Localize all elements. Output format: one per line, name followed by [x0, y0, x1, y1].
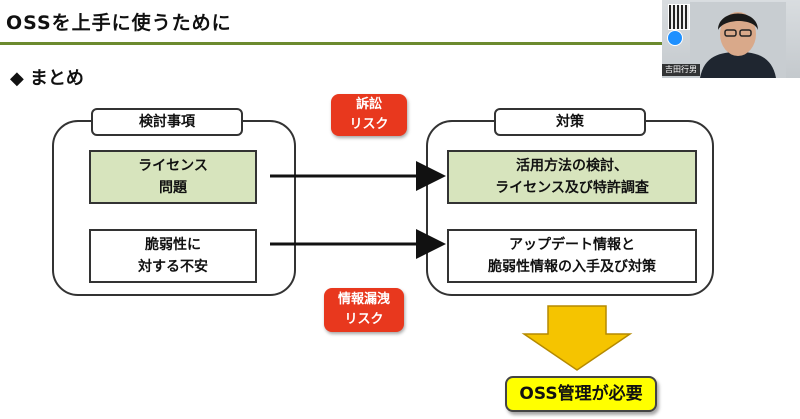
countermeasure-vulnerability: アップデート情報と 脆弱性情報の入手及び対策: [447, 229, 697, 283]
countermeasures-label: 対策: [494, 108, 646, 136]
presenter-name: 吉田行男: [662, 64, 700, 76]
consideration-vulnerability: 脆弱性に 対する不安: [89, 229, 257, 283]
section-heading-text: まとめ: [29, 68, 84, 89]
conclusion-box: OSS管理が必要: [505, 376, 657, 412]
considerations-label: 検討事項: [91, 108, 243, 136]
title-bar: OSSを上手に使うために: [0, 0, 660, 54]
diamond-icon: ◆: [10, 68, 24, 89]
section-heading: ◆まとめ: [10, 64, 84, 90]
presenter-video: 吉田行男: [662, 0, 800, 78]
down-arrow-icon: [521, 305, 633, 371]
consideration-license: ライセンス 問題: [89, 150, 257, 204]
countermeasure-license: 活用方法の検討、 ライセンス及び特許調査: [447, 150, 697, 204]
litigation-risk-callout: 訴訟 リスク: [331, 94, 407, 136]
page-title: OSSを上手に使うために: [6, 12, 232, 34]
qr-code-icon: [668, 4, 690, 30]
title-divider: [0, 42, 800, 45]
info-leak-risk-callout: 情報漏洩 リスク: [324, 288, 404, 332]
presenter-avatar: [690, 2, 786, 78]
presenter-badge-icon: [667, 30, 683, 46]
